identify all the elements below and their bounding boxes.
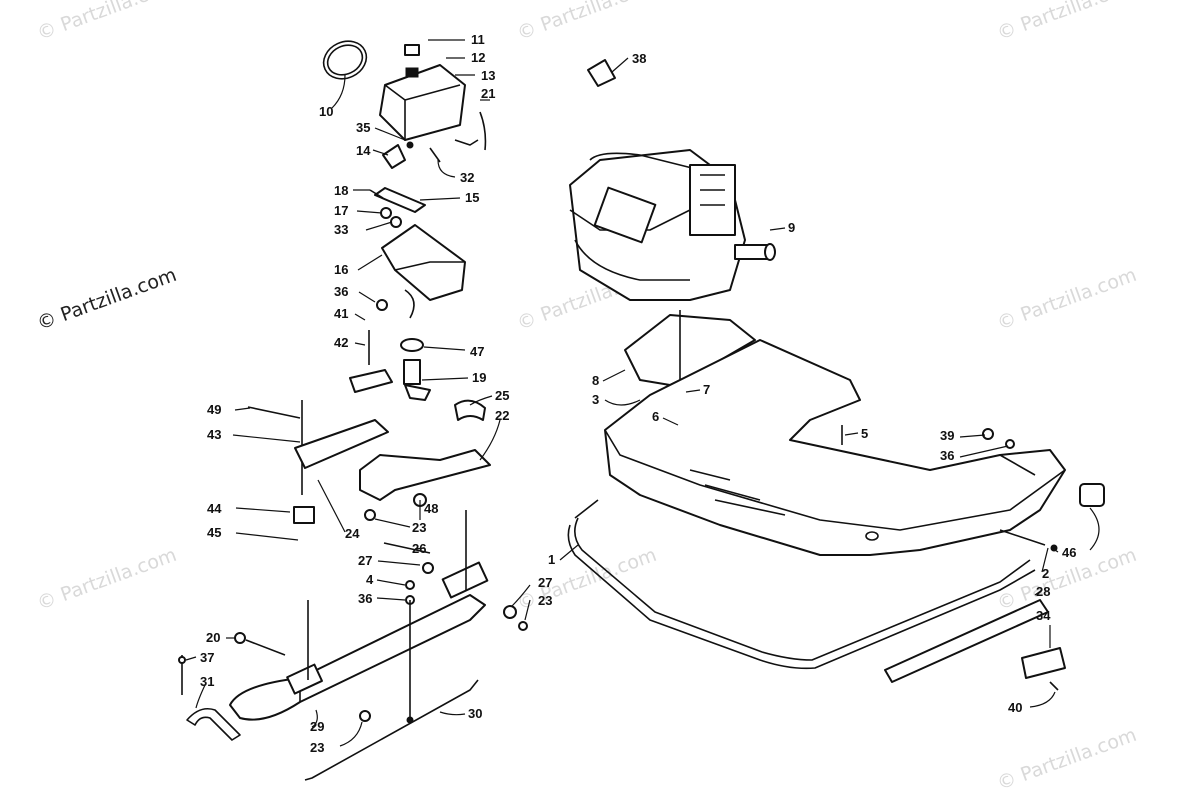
callout-label: 40 [1008, 700, 1022, 715]
callout-label: 39 [940, 428, 954, 443]
watermark: © Partzilla.com [34, 0, 179, 45]
callout-label: 13 [481, 68, 495, 83]
callout-label: 37 [200, 650, 214, 665]
callout-label: 4 [366, 572, 374, 587]
callout-label: 3 [592, 392, 599, 407]
callout-label: 12 [471, 50, 485, 65]
callout-label: 5 [861, 426, 868, 441]
callout-label: 23 [310, 740, 324, 755]
callout-label: 30 [468, 706, 482, 721]
callout-label: 43 [207, 427, 221, 442]
callout-label: 29 [310, 719, 324, 734]
callout-label: 32 [460, 170, 474, 185]
callout-label: 6 [652, 409, 659, 424]
callout-label: 21 [481, 86, 495, 101]
callout-label: 14 [356, 143, 371, 158]
callout-label: 8 [592, 373, 599, 388]
callout-label: 42 [334, 335, 348, 350]
parts-artwork [178, 40, 1105, 781]
callout-label: 27 [358, 553, 372, 568]
callout-label: 27 [538, 575, 552, 590]
watermark: © Partzilla.com [994, 264, 1139, 335]
callout-label: 49 [207, 402, 221, 417]
callout-label: 23 [412, 520, 426, 535]
callout-label: 11 [471, 32, 485, 47]
watermark: © Partzilla.com [994, 724, 1139, 795]
belly-pan-drawing [604, 339, 1066, 556]
callout-label: 36 [358, 591, 372, 606]
callout-label: 38 [632, 51, 646, 66]
callout-label: 16 [334, 262, 348, 277]
callout-label: 9 [788, 220, 795, 235]
callout-label: 10 [319, 104, 333, 119]
watermark: © Partzilla.com [994, 0, 1139, 45]
callout-label: 25 [495, 388, 509, 403]
callout-label: 26 [412, 541, 426, 556]
callout-label: 19 [472, 370, 486, 385]
callout-label: 24 [345, 526, 360, 541]
callout-label: 45 [207, 525, 221, 540]
callout-label: 44 [207, 501, 222, 516]
engine-drawing [569, 149, 776, 301]
callout-label: 48 [424, 501, 438, 516]
callout-label: 2 [1042, 566, 1049, 581]
leader-lines [185, 39, 1100, 747]
callout-label: 31 [200, 674, 214, 689]
callout-label: 36 [334, 284, 348, 299]
callout-label: 36 [940, 448, 954, 463]
callout-label: 34 [1036, 608, 1051, 623]
callout-label: 22 [495, 408, 509, 423]
callout-label: 20 [206, 630, 220, 645]
callout-label: 33 [334, 222, 348, 237]
callout-label: 47 [470, 344, 484, 359]
callout-label: 15 [465, 190, 479, 205]
callout-label: 46 [1062, 545, 1076, 560]
callout-label: 17 [334, 203, 348, 218]
callout-label: 28 [1036, 584, 1050, 599]
callout-label: 35 [356, 120, 370, 135]
callout-label: 23 [538, 593, 552, 608]
callout-label: 18 [334, 183, 348, 198]
callout-label: 7 [703, 382, 710, 397]
watermark: © Partzilla.com [34, 544, 179, 615]
callout-labels: 11 12 13 21 10 35 14 32 18 15 17 33 16 3… [200, 32, 1076, 755]
watermark: © Partzilla.com [514, 0, 659, 45]
callout-label: 41 [334, 306, 348, 321]
callout-label: 1 [548, 552, 555, 567]
watermark: © Partzilla.com [34, 264, 179, 335]
